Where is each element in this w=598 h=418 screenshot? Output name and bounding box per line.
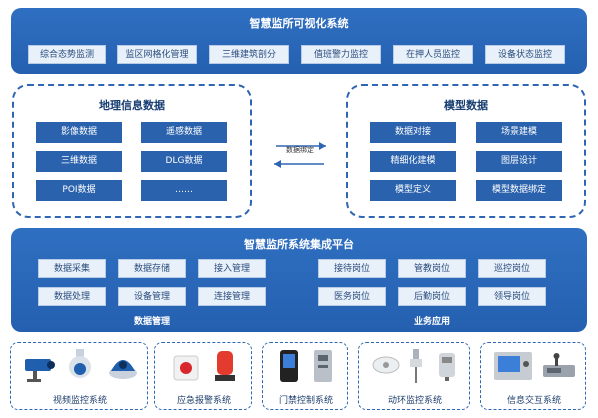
device-label-access: 门禁控制系统 [278, 396, 333, 406]
data-management-caption: 数据管理 [133, 317, 170, 327]
access-terminal-icon [279, 349, 299, 383]
model-item-0[interactable]: 数据对接 [370, 122, 456, 143]
biz-item-0[interactable]: 接待岗位 [318, 259, 386, 278]
intercom-terminal-icon [493, 351, 533, 381]
model-item-1[interactable]: 场景建模 [476, 122, 562, 143]
top-item-1[interactable]: 监区网格化管理 [117, 45, 197, 64]
data-item-1[interactable]: 数据存储 [118, 259, 186, 278]
device-box-access[interactable]: 门禁控制系统 [262, 342, 348, 410]
biz-item-2[interactable]: 巡控岗位 [478, 259, 546, 278]
business-app-caption: 业务应用 [413, 317, 450, 327]
desk-intercom-icon [541, 353, 577, 381]
temperature-sensor-icon [407, 347, 425, 385]
dome-camera-icon [107, 353, 139, 381]
device-box-video[interactable]: 视频监控系统 [10, 342, 148, 410]
device-label-info: 信息交互系统 [506, 396, 561, 406]
top-item-0[interactable]: 综合态势监测 [28, 45, 106, 64]
geo-item-5[interactable]: …… [141, 180, 227, 201]
smoke-detector-icon [371, 353, 401, 379]
geo-title: 地理信息数据 [99, 99, 165, 112]
device-box-alarm[interactable]: 应急报警系统 [154, 342, 252, 410]
geo-item-4[interactable]: POI数据 [36, 180, 122, 201]
device-box-environment[interactable]: 动环监控系统 [358, 342, 470, 410]
data-item-4[interactable]: 设备管理 [118, 287, 186, 306]
biz-item-5[interactable]: 领导岗位 [478, 287, 546, 306]
device-label-environment: 动环监控系统 [387, 396, 442, 406]
binding-label: 数据绑定 [286, 146, 314, 154]
model-item-2[interactable]: 精细化建模 [370, 151, 456, 172]
model-item-4[interactable]: 模型定义 [370, 180, 456, 201]
biz-item-3[interactable]: 医务岗位 [318, 287, 386, 306]
top-item-2[interactable]: 三维建筑剖分 [209, 45, 289, 64]
top-title: 智慧监所可视化系统 [249, 17, 349, 30]
device-box-info[interactable]: 信息交互系统 [480, 342, 586, 410]
top-item-4[interactable]: 在押人员监控 [393, 45, 473, 64]
model-item-3[interactable]: 图层设计 [476, 151, 562, 172]
geo-item-2[interactable]: 三维数据 [36, 151, 122, 172]
geo-item-3[interactable]: DLG数据 [141, 151, 227, 172]
speed-dome-icon [65, 349, 95, 381]
platform-title: 智慧监所系统集成平台 [244, 238, 354, 251]
data-item-3[interactable]: 数据处理 [38, 287, 106, 306]
door-controller-icon [313, 349, 333, 383]
biz-item-4[interactable]: 后勤岗位 [398, 287, 466, 306]
biz-item-1[interactable]: 管教岗位 [398, 259, 466, 278]
top-item-3[interactable]: 值班警力监控 [301, 45, 381, 64]
top-system-panel: 智慧监所可视化系统 [11, 8, 587, 74]
model-item-5[interactable]: 模型数据绑定 [476, 180, 562, 201]
alarm-light-icon [213, 349, 237, 383]
data-item-2[interactable]: 接入管理 [198, 259, 266, 278]
top-item-5[interactable]: 设备状态监控 [485, 45, 565, 64]
platform-panel: 智慧监所系统集成平台 [11, 228, 587, 332]
panic-button-icon [173, 355, 199, 381]
water-sensor-icon [433, 349, 461, 383]
bullet-camera-icon [21, 353, 57, 383]
geo-item-1[interactable]: 遥感数据 [141, 122, 227, 143]
geo-item-0[interactable]: 影像数据 [36, 122, 122, 143]
device-label-alarm: 应急报警系统 [176, 396, 231, 406]
device-label-video: 视频监控系统 [52, 396, 107, 406]
model-title: 模型数据 [444, 99, 488, 112]
binding-arrows [270, 136, 330, 176]
data-item-5[interactable]: 连接管理 [198, 287, 266, 306]
data-item-0[interactable]: 数据采集 [38, 259, 106, 278]
